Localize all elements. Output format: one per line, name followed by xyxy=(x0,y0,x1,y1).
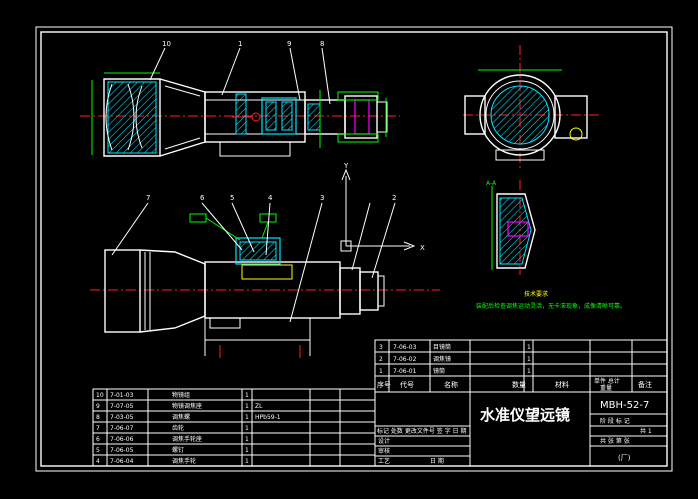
process-label: 工艺 xyxy=(378,457,390,465)
svg-text:物镜组: 物镜组 xyxy=(172,391,190,399)
svg-text:5: 5 xyxy=(96,447,100,454)
top-section-view xyxy=(80,72,400,157)
svg-text:9: 9 xyxy=(96,403,100,410)
svg-text:1: 1 xyxy=(245,392,249,399)
external-view xyxy=(90,213,440,358)
factory-label: (厂) xyxy=(618,454,631,462)
svg-text:8: 8 xyxy=(96,414,100,421)
axis-y-label: Y xyxy=(343,162,349,170)
drawing-title: 水准仪望远镜 xyxy=(480,406,570,424)
svg-text:序号: 序号 xyxy=(377,380,391,389)
leader-label-mid-5: 3 xyxy=(320,194,324,202)
svg-text:单件 总计: 单件 总计 xyxy=(594,377,620,385)
drawing-code: MBH-52-7 xyxy=(600,400,649,411)
bom-header: 序号 代号 名称 数量 材料 单件 总计 重量 备注 xyxy=(377,377,652,392)
bom-left-rows: 10 7-01-03 物镜组 1 9 7-07-05 物镜调焦座 1 ZL 8 … xyxy=(96,391,281,465)
svg-text:重量: 重量 xyxy=(600,384,612,392)
sheet-count: 共 1 xyxy=(640,427,652,435)
leader-label-mid-2: 6 xyxy=(200,194,205,202)
svg-text:7-07-05: 7-07-05 xyxy=(110,403,134,410)
top-leaders xyxy=(149,47,331,105)
mid-leaders xyxy=(111,202,396,323)
svg-text:7-06-07: 7-06-07 xyxy=(110,425,134,432)
svg-text:齿轮: 齿轮 xyxy=(172,424,184,432)
svg-text:2: 2 xyxy=(379,356,383,363)
svg-text:1: 1 xyxy=(245,436,249,443)
leader-label-top-2: 1 xyxy=(238,40,242,48)
svg-text:7-06-03: 7-06-03 xyxy=(393,344,417,351)
check-label: 审核 xyxy=(378,447,390,455)
svg-text:1: 1 xyxy=(527,344,531,351)
svg-text:目镜筒: 目镜筒 xyxy=(433,343,451,351)
svg-text:物镜调焦座: 物镜调焦座 xyxy=(172,402,202,410)
svg-text:7-06-06: 7-06-06 xyxy=(110,436,134,443)
section-detail xyxy=(491,180,536,275)
svg-text:调焦手轮座: 调焦手轮座 xyxy=(172,435,202,443)
leader-label-mid-4: 4 xyxy=(268,194,273,202)
svg-text:1: 1 xyxy=(245,425,249,432)
svg-text:调焦螺: 调焦螺 xyxy=(172,413,190,421)
bom-right-rows: 3 7-06-03 目镜筒 1 2 7-06-02 调焦镜 1 1 7-06-0… xyxy=(379,343,531,375)
svg-text:3: 3 xyxy=(379,344,383,351)
ucs-icon[interactable] xyxy=(340,168,416,252)
svg-text:7-06-05: 7-06-05 xyxy=(110,447,134,454)
notes-title: 技术要求 xyxy=(524,290,548,298)
svg-text:备注: 备注 xyxy=(638,380,652,389)
section-label: A-A xyxy=(486,180,497,187)
svg-text:4: 4 xyxy=(96,458,100,465)
leader-label-mid-6: 2 xyxy=(392,194,396,202)
svg-text:1: 1 xyxy=(245,403,249,410)
notes-text: 装配后检查调焦运动灵活，无卡滞现象，成像清晰可靠。 xyxy=(476,302,626,310)
leader-label-top-1: 10 xyxy=(162,40,171,48)
svg-text:10: 10 xyxy=(96,392,104,399)
axis-x-label: X xyxy=(420,244,425,252)
date-label: 日 期 xyxy=(430,457,444,465)
svg-text:1: 1 xyxy=(245,414,249,421)
svg-text:7-06-01: 7-06-01 xyxy=(393,368,417,375)
leader-label-top-3: 9 xyxy=(287,40,291,48)
stage-label: 阶 段 标 记 xyxy=(600,417,630,425)
svg-text:7-03-05: 7-03-05 xyxy=(110,414,134,421)
svg-text:1: 1 xyxy=(245,447,249,454)
svg-text:1: 1 xyxy=(527,368,531,375)
svg-text:ZL: ZL xyxy=(255,403,263,410)
total-label: 共 张 第 张 xyxy=(600,437,630,445)
svg-text:螺钉: 螺钉 xyxy=(172,446,184,454)
svg-text:材料: 材料 xyxy=(555,380,569,389)
front-view xyxy=(463,45,600,170)
title-block-frame xyxy=(374,339,668,467)
svg-text:名称: 名称 xyxy=(444,380,458,389)
leader-label-mid-3: 5 xyxy=(230,194,234,202)
svg-text:7: 7 xyxy=(96,425,100,432)
svg-text:调焦镜: 调焦镜 xyxy=(433,355,451,363)
svg-text:6: 6 xyxy=(96,436,100,443)
svg-text:1: 1 xyxy=(527,356,531,363)
svg-text:数量: 数量 xyxy=(512,380,526,389)
leader-label-mid-1: 7 xyxy=(146,194,150,202)
svg-text:1: 1 xyxy=(245,458,249,465)
bom-left-frame xyxy=(92,388,376,467)
leader-label-top-4: 8 xyxy=(320,40,324,48)
sign-row: 标记 处数 更改文件号 签 字 日 期 xyxy=(377,427,466,435)
svg-text:7-06-04: 7-06-04 xyxy=(110,458,134,465)
svg-text:1: 1 xyxy=(379,368,383,375)
svg-text:调焦手轮: 调焦手轮 xyxy=(172,457,196,465)
outer-border xyxy=(35,26,673,472)
svg-text:代号: 代号 xyxy=(400,380,414,389)
svg-text:HPb59-1: HPb59-1 xyxy=(255,414,281,421)
svg-text:镜筒: 镜筒 xyxy=(433,367,445,375)
svg-text:7-01-03: 7-01-03 xyxy=(110,392,134,399)
design-label: 设计 xyxy=(378,437,390,445)
svg-text:7-06-02: 7-06-02 xyxy=(393,356,417,363)
